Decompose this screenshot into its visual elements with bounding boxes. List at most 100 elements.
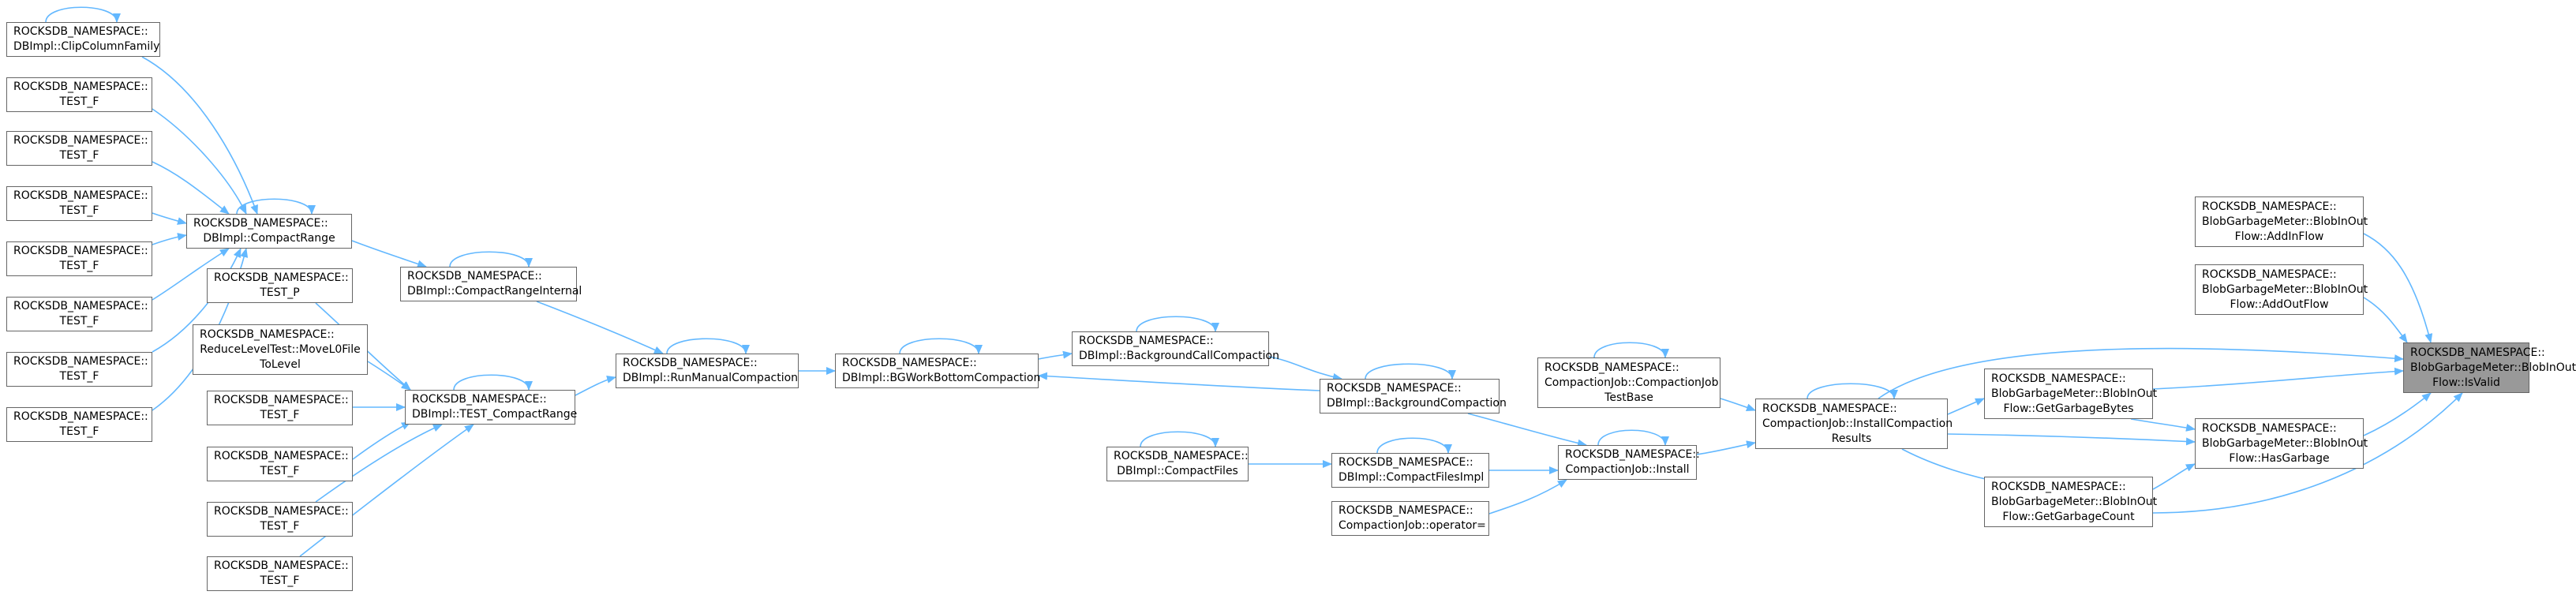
node-compaction-job-install-compaction-results[interactable]: ROCKSDB_NAMESPACE::CompactionJob::Instal… [1755,399,1953,449]
node-label-line: ROCKSDB_NAMESPACE:: [214,394,349,406]
node-label-line: ROCKSDB_NAMESPACE:: [13,355,148,368]
node-label-line: TEST_F [260,520,300,533]
node-dbimpl-run-manual-compaction[interactable]: ROCKSDB_NAMESPACE::DBImpl::RunManualComp… [616,354,799,388]
self-loop-edge-test-compact-range [453,374,533,391]
node-dbimpl-compact-files-impl[interactable]: ROCKSDB_NAMESPACE::DBImpl::CompactFilesI… [1331,453,1489,488]
node-label-line: TEST_F [59,370,99,383]
node-label-line: TEST_F [59,149,99,162]
node-label-line: DBImpl::ClipColumnFamily [13,40,160,53]
self-loop-edge-clip-column-family [45,6,121,23]
call-edge-bg-work-bottom-compaction-to-background-call-compaction [1038,350,1073,360]
node-label-line: ROCKSDB_NAMESPACE:: [1762,402,1897,415]
self-loop-edge-compact-range-internal [449,251,533,268]
call-edge-background-compaction-to-bg-work-bottom-compaction [1038,372,1320,391]
node-compaction-job-operator-assign[interactable]: ROCKSDB_NAMESPACE::CompactionJob::operat… [1331,501,1489,536]
node-label-line: ROCKSDB_NAMESPACE:: [1339,504,1473,517]
node-compaction-job-test-base[interactable]: ROCKSDB_NAMESPACE::CompactionJob::Compac… [1537,357,1720,408]
node-test-f[interactable]: ROCKSDB_NAMESPACE::TEST_F [6,131,152,166]
call-edge-clip-column-family-to-compact-range [141,56,258,215]
node-label-line: ROCKSDB_NAMESPACE:: [13,245,148,257]
call-edge-install-compaction-results-to-is-valid [1878,347,2404,399]
self-loop-edge-install-compaction-results [1807,383,1898,399]
node-label-line: DBImpl::BackgroundCompaction [1327,397,1507,410]
node-label-line: ROCKSDB_NAMESPACE:: [2410,346,2545,359]
node-compaction-job-install[interactable]: ROCKSDB_NAMESPACE::CompactionJob::Instal… [1558,445,1700,480]
node-test-f[interactable]: ROCKSDB_NAMESPACE::TEST_F [207,447,353,481]
node-label-line: ROCKSDB_NAMESPACE:: [2202,268,2337,281]
call-edge-compaction-job-install-to-install-compaction-results [1696,440,1756,455]
call-edge-get-garbage-bytes-to-has-garbage [2130,418,2196,432]
node-label-line: DBImpl::CompactFilesImpl [1339,471,1485,484]
node-dbimpl-compact-range-internal[interactable]: ROCKSDB_NAMESPACE::DBImpl::CompactRangeI… [400,267,582,301]
node-label-line: ROCKSDB_NAMESPACE:: [623,357,758,369]
node-label-line: ROCKSDB_NAMESPACE:: [1327,382,1462,395]
node-reduce-level-test-move-l0-file-to-level[interactable]: ROCKSDB_NAMESPACE::ReduceLevelTest::Move… [193,324,368,375]
node-blob-inoutflow-get-garbage-count[interactable]: ROCKSDB_NAMESPACE::BlobGarbageMeter::Blo… [1984,477,2158,527]
node-dbimpl-bg-work-bottom-compaction[interactable]: ROCKSDB_NAMESPACE::DBImpl::BGWorkBottomC… [835,354,1040,388]
node-label-line: ROCKSDB_NAMESPACE:: [13,80,148,93]
node-label-line: BlobGarbageMeter::BlobInOut [2202,215,2368,228]
node-label-line: ROCKSDB_NAMESPACE:: [1565,448,1700,461]
node-label-line: Flow::HasGarbage [2229,451,2330,465]
self-loop-edge-background-call-compaction [1136,316,1219,332]
node-label-line: TEST_F [59,204,99,217]
node-label-line: ROCKSDB_NAMESPACE:: [2202,200,2337,213]
call-edge-background-call-compaction-to-background-compaction [1268,356,1342,381]
node-label-line: BlobGarbageMeter::BlobInOut [2202,436,2368,450]
call-edge-left-test-f-5-to-compact-range [152,248,230,301]
node-dbimpl-background-call-compaction[interactable]: ROCKSDB_NAMESPACE::DBImpl::BackgroundCal… [1072,331,1279,366]
call-edge-compaction-job-test-base-to-install-compaction-results [1720,398,1756,412]
call-edge-compact-range-to-compact-range-internal [351,240,427,268]
node-label-line: ROCKSDB_NAMESPACE:: [412,393,547,406]
node-label-line: DBImpl::BackgroundCallCompaction [1079,350,1279,362]
node-label-line: CompactionJob::operator= [1339,519,1486,532]
node-label-line: DBImpl::RunManualCompaction [623,372,799,384]
node-test-f[interactable]: ROCKSDB_NAMESPACE::TEST_F [207,391,353,425]
node-test-f[interactable]: ROCKSDB_NAMESPACE::TEST_F [207,502,353,537]
node-label-line: TestBase [1604,391,1653,404]
node-label-line: CompactionJob::CompactionJob [1544,376,1719,389]
node-label-line: ROCKSDB_NAMESPACE:: [13,25,148,38]
call-edge-install-compaction-results-to-has-garbage [1947,433,2196,446]
self-loop-edge-bg-work-bottom-compaction [899,338,983,354]
node-test-f[interactable]: ROCKSDB_NAMESPACE::TEST_F [6,77,152,112]
node-label-line: ROCKSDB_NAMESPACE:: [407,270,542,283]
node-label-line: BlobGarbageMeter::BlobInOut [1991,495,2158,508]
node-label-line: BlobGarbageMeter::BlobInOut [1991,387,2158,400]
node-label-line: ROCKSDB_NAMESPACE:: [13,410,148,423]
node-dbimpl-compact-range[interactable]: ROCKSDB_NAMESPACE::DBImpl::CompactRange [186,214,352,249]
node-blob-inoutflow-get-garbage-bytes[interactable]: ROCKSDB_NAMESPACE::BlobGarbageMeter::Blo… [1984,369,2158,419]
call-edge-mid-test-f-2-to-test-compact-range [352,421,411,460]
node-dbimpl-clip-column-family[interactable]: ROCKSDB_NAMESPACE::DBImpl::ClipColumnFam… [6,22,160,57]
node-label-line: ROCKSDB_NAMESPACE:: [1544,361,1679,374]
node-label-line: ROCKSDB_NAMESPACE:: [13,134,148,147]
node-label-line: ROCKSDB_NAMESPACE:: [1991,480,2126,493]
node-test-p[interactable]: ROCKSDB_NAMESPACE::TEST_P [207,268,353,303]
node-blob-inoutflow-is-valid: ROCKSDB_NAMESPACE::BlobGarbageMeter::Blo… [2403,342,2576,393]
node-test-f[interactable]: ROCKSDB_NAMESPACE::TEST_F [6,241,152,276]
node-label-line: ROCKSDB_NAMESPACE:: [214,450,349,462]
node-blob-inoutflow-has-garbage[interactable]: ROCKSDB_NAMESPACE::BlobGarbageMeter::Blo… [2195,418,2368,469]
node-test-f[interactable]: ROCKSDB_NAMESPACE::TEST_F [6,407,152,442]
self-loop-edge-background-compaction [1365,363,1456,380]
node-dbimpl-test-compact-range[interactable]: ROCKSDB_NAMESPACE::DBImpl::TEST_CompactR… [405,390,578,425]
node-label-line: BlobGarbageMeter::BlobInOut [2410,361,2576,374]
call-edge-left-test-f-1-to-compact-range [152,108,247,215]
node-label-line: DBImpl::TEST_CompactRange [412,408,578,421]
node-label-line: TEST_F [59,95,99,108]
node-test-f[interactable]: ROCKSDB_NAMESPACE::TEST_F [6,297,152,331]
node-test-f[interactable]: ROCKSDB_NAMESPACE::TEST_F [207,556,353,591]
node-label-line: TEST_F [260,574,300,587]
node-blob-inoutflow-add-out-flow[interactable]: ROCKSDB_NAMESPACE::BlobGarbageMeter::Blo… [2195,264,2368,315]
self-loop-edge-compact-files-impl [1376,437,1452,454]
call-edge-left-test-f-2-to-compact-range [152,161,230,215]
node-blob-inoutflow-add-in-flow[interactable]: ROCKSDB_NAMESPACE::BlobGarbageMeter::Blo… [2195,196,2368,247]
node-label-line: Flow::IsValid [2432,376,2500,389]
node-test-f[interactable]: ROCKSDB_NAMESPACE::TEST_F [6,352,152,387]
node-label-line: Flow::AddInFlow [2234,230,2324,243]
node-dbimpl-background-compaction[interactable]: ROCKSDB_NAMESPACE::DBImpl::BackgroundCom… [1320,379,1507,414]
node-test-f[interactable]: ROCKSDB_NAMESPACE::TEST_F [6,186,152,221]
node-label-line: Results [1831,432,1872,445]
node-dbimpl-compact-files[interactable]: ROCKSDB_NAMESPACE::DBImpl::CompactFiles [1106,447,1249,481]
self-loop-edge-compaction-job-test-base [1593,342,1669,358]
